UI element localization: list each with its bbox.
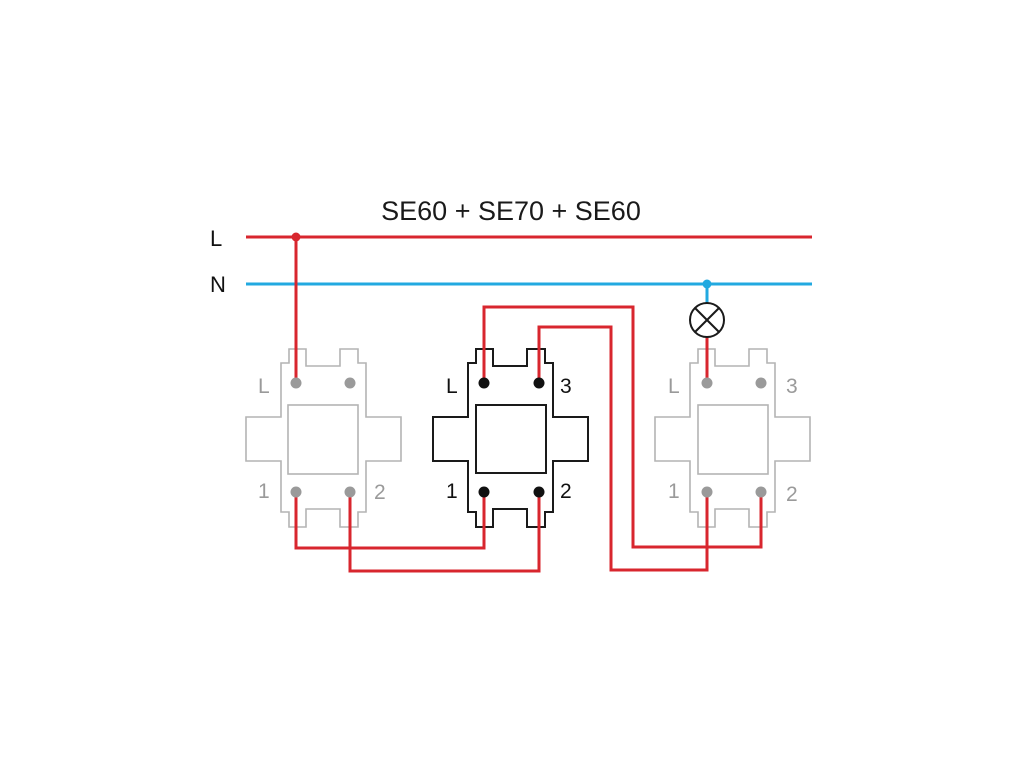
switch-middle-label-l: L (446, 375, 458, 398)
switch-right-label-2: 2 (786, 483, 798, 506)
switch-right-terminal-l (701, 377, 713, 389)
switch-middle-terminal-2 (533, 486, 545, 498)
traveller-wire-2a (348, 492, 541, 573)
neutral-junction-dot (702, 279, 712, 289)
switch-middle-label-2: 2 (560, 480, 572, 503)
switch-left-label-l: L (258, 375, 270, 398)
switch-middle-terminal-l (478, 377, 490, 389)
switch-middle-label-1: 1 (446, 480, 458, 503)
switch-right-rocker (697, 404, 769, 475)
switch-left-terminal-2 (344, 486, 356, 498)
switch-right-terminal-1 (701, 486, 713, 498)
switch-right-body (654, 348, 811, 528)
switch-left-terminal-top-right (344, 377, 356, 389)
switch-right-terminal-2 (755, 486, 767, 498)
switch-left-terminal-l (290, 377, 302, 389)
switch-middle-label-3: 3 (560, 375, 572, 398)
switch-left-label-2: 2 (374, 481, 386, 504)
switch-left-body (245, 348, 402, 528)
traveller-wire-1a (294, 492, 486, 550)
switch-left-terminal-1 (290, 486, 302, 498)
line-junction-dot (291, 232, 301, 242)
switch-middle-terminal-3 (533, 377, 545, 389)
switch-left-label-1: 1 (258, 480, 270, 503)
switch-right-label-1: 1 (668, 480, 680, 503)
switch-right-terminal-3 (755, 377, 767, 389)
switch-right-label-3: 3 (786, 375, 798, 398)
traveller-wire-2b (537, 325, 709, 572)
switch-left-rocker (287, 404, 359, 475)
switch-middle-rocker (475, 404, 547, 474)
switch-middle-terminal-1 (478, 486, 490, 498)
neutral-bus-label: N (210, 272, 226, 297)
traveller-wire-1b (482, 305, 763, 549)
line-bus-label: L (210, 226, 222, 251)
switch-right-label-l: L (668, 375, 680, 398)
diagram-title: SE60 + SE70 + SE60 (381, 196, 641, 226)
lamp-icon (689, 302, 725, 338)
